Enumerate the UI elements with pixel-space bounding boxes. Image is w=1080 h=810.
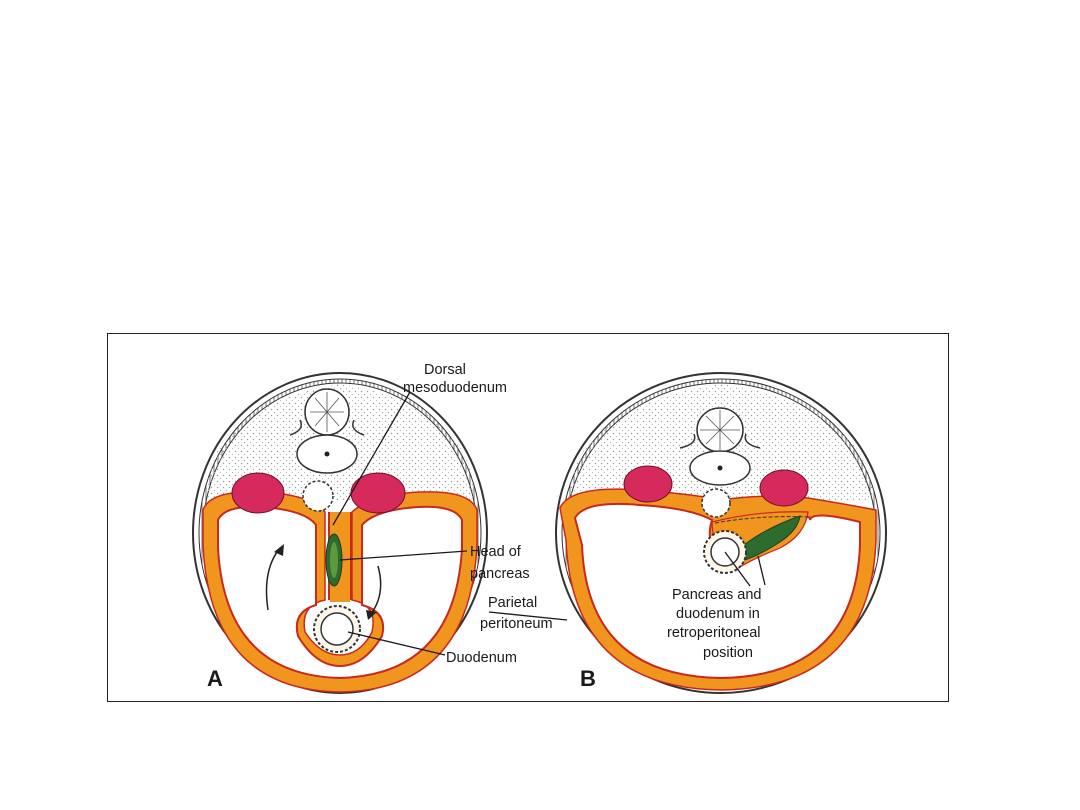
panel-letter-b: B (580, 666, 596, 691)
pancreas-b (739, 515, 801, 561)
panel-letter-a: A (207, 666, 223, 691)
label-parietal-peritoneum: Parietal peritoneum (480, 595, 553, 632)
svg-text:peritoneum: peritoneum (480, 616, 553, 632)
label-dorsal-mesoduodenum: Dorsal mesoduodenum (403, 362, 507, 396)
label-duodenum: Duodenum (446, 650, 517, 666)
svg-text:duodenum in: duodenum in (676, 606, 760, 622)
svg-text:Head of: Head of (470, 544, 522, 560)
label-head-of-pancreas: Head of pancreas (470, 544, 530, 582)
muscle-left-b (623, 465, 673, 503)
svg-text:pancreas: pancreas (470, 566, 530, 582)
label-retroperitoneal: Pancreas and duodenum in retroperitoneal… (667, 587, 761, 661)
muscle-right-b (759, 469, 809, 507)
svg-text:position: position (703, 645, 753, 661)
aorta-b (701, 488, 731, 518)
svg-text:mesoduodenum: mesoduodenum (403, 380, 507, 396)
svg-text:retroperitoneal: retroperitoneal (667, 625, 761, 641)
svg-text:Dorsal: Dorsal (424, 362, 466, 378)
muscle-left-a (231, 472, 285, 514)
svg-text:Parietal: Parietal (488, 595, 537, 611)
leader-lines (332, 391, 766, 656)
aorta-a (302, 480, 334, 512)
panel-a (192, 372, 488, 694)
vertebra-b (679, 407, 761, 486)
vertebra-a (289, 388, 365, 474)
svg-text:Duodenum: Duodenum (446, 650, 517, 666)
svg-text:Pancreas and: Pancreas and (672, 587, 761, 603)
panel-b (555, 372, 887, 694)
